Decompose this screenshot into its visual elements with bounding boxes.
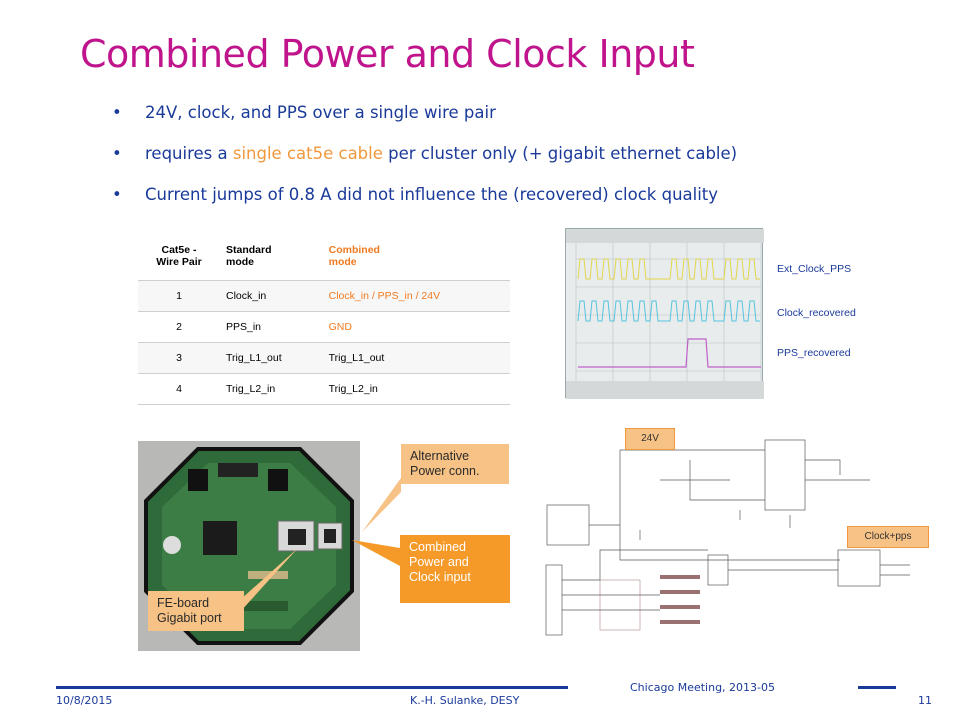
- table-cell: 3: [138, 342, 220, 374]
- table-row: 1 Clock_in Clock_in / PPS_in / 24V: [138, 280, 510, 312]
- table-cell: GND: [322, 311, 510, 343]
- scope-label-clock-recovered: Clock_recovered: [777, 307, 856, 319]
- slide-title: Combined Power and Clock Input: [80, 32, 695, 76]
- callout-combined-input: Combined Power and Clock input: [400, 535, 510, 603]
- wire-pair-table: Cat5e - Wire Pair Standard mode Combined…: [138, 232, 510, 405]
- table-row: 4 Trig_L2_in Trig_L2_in: [138, 373, 510, 405]
- scope-label-ext-clock: Ext_Clock_PPS: [777, 263, 852, 275]
- footer-rule-left: [56, 686, 568, 689]
- table-row: 2 PPS_in GND: [138, 311, 510, 343]
- bullet-list: 24V, clock, and PPS over a single wire p…: [112, 103, 932, 226]
- table-cell: Clock_in: [220, 280, 323, 312]
- table-cell: Trig_L1_out: [322, 342, 510, 374]
- bullet-2-highlight: single cat5e cable: [232, 144, 383, 163]
- table-cell: PPS_in: [220, 311, 323, 343]
- table-header-row: Cat5e - Wire Pair Standard mode Combined…: [138, 232, 510, 281]
- bullet-1: 24V, clock, and PPS over a single wire p…: [112, 103, 932, 123]
- oscilloscope-image: [565, 228, 764, 399]
- table-cell: 4: [138, 373, 220, 405]
- footer-date: 10/8/2015: [56, 694, 113, 707]
- oscilloscope-traces: [566, 229, 764, 399]
- bullet-3-text: Current jumps of 0.8 A did not influence…: [145, 185, 719, 204]
- header-combined-mode: Combined mode: [322, 232, 510, 281]
- header-standard-mode: Standard mode: [220, 232, 323, 281]
- tag-24v: 24V: [625, 428, 675, 450]
- table-row: 3 Trig_L1_out Trig_L1_out: [138, 342, 510, 374]
- scope-label-pps-recovered: PPS_recovered: [777, 347, 851, 359]
- bullet-2-pre: requires a: [145, 144, 233, 163]
- bullet-1-text: 24V, clock, and PPS over a single wire p…: [145, 103, 496, 122]
- bullet-2: requires a single cat5e cable per cluste…: [112, 144, 932, 164]
- table-cell: Clock_in / PPS_in / 24V: [322, 280, 510, 312]
- callout-fe-board: FE-board Gigabit port: [148, 591, 244, 631]
- table-cell: 2: [138, 311, 220, 343]
- table-cell: Trig_L1_out: [220, 342, 323, 374]
- footer-meeting: Chicago Meeting, 2013-05: [630, 681, 776, 694]
- table-cell: Trig_L2_in: [220, 373, 323, 405]
- bullet-2-post: per cluster only (+ gigabit ethernet cab…: [382, 144, 738, 163]
- footer-author: K.-H. Sulanke, DESY: [410, 694, 520, 707]
- tag-clock-pps: Clock+pps: [847, 526, 929, 548]
- footer-page-number: 11: [918, 694, 932, 707]
- schematic-diagram: [545, 439, 910, 636]
- header-wire-pair: Cat5e - Wire Pair: [138, 232, 220, 281]
- bullet-3: Current jumps of 0.8 A did not influence…: [112, 185, 932, 205]
- table-cell: 1: [138, 280, 220, 312]
- callout-alt-power: Alternative Power conn.: [401, 444, 509, 484]
- table-cell: Trig_L2_in: [322, 373, 510, 405]
- footer-rule-right: [858, 686, 896, 689]
